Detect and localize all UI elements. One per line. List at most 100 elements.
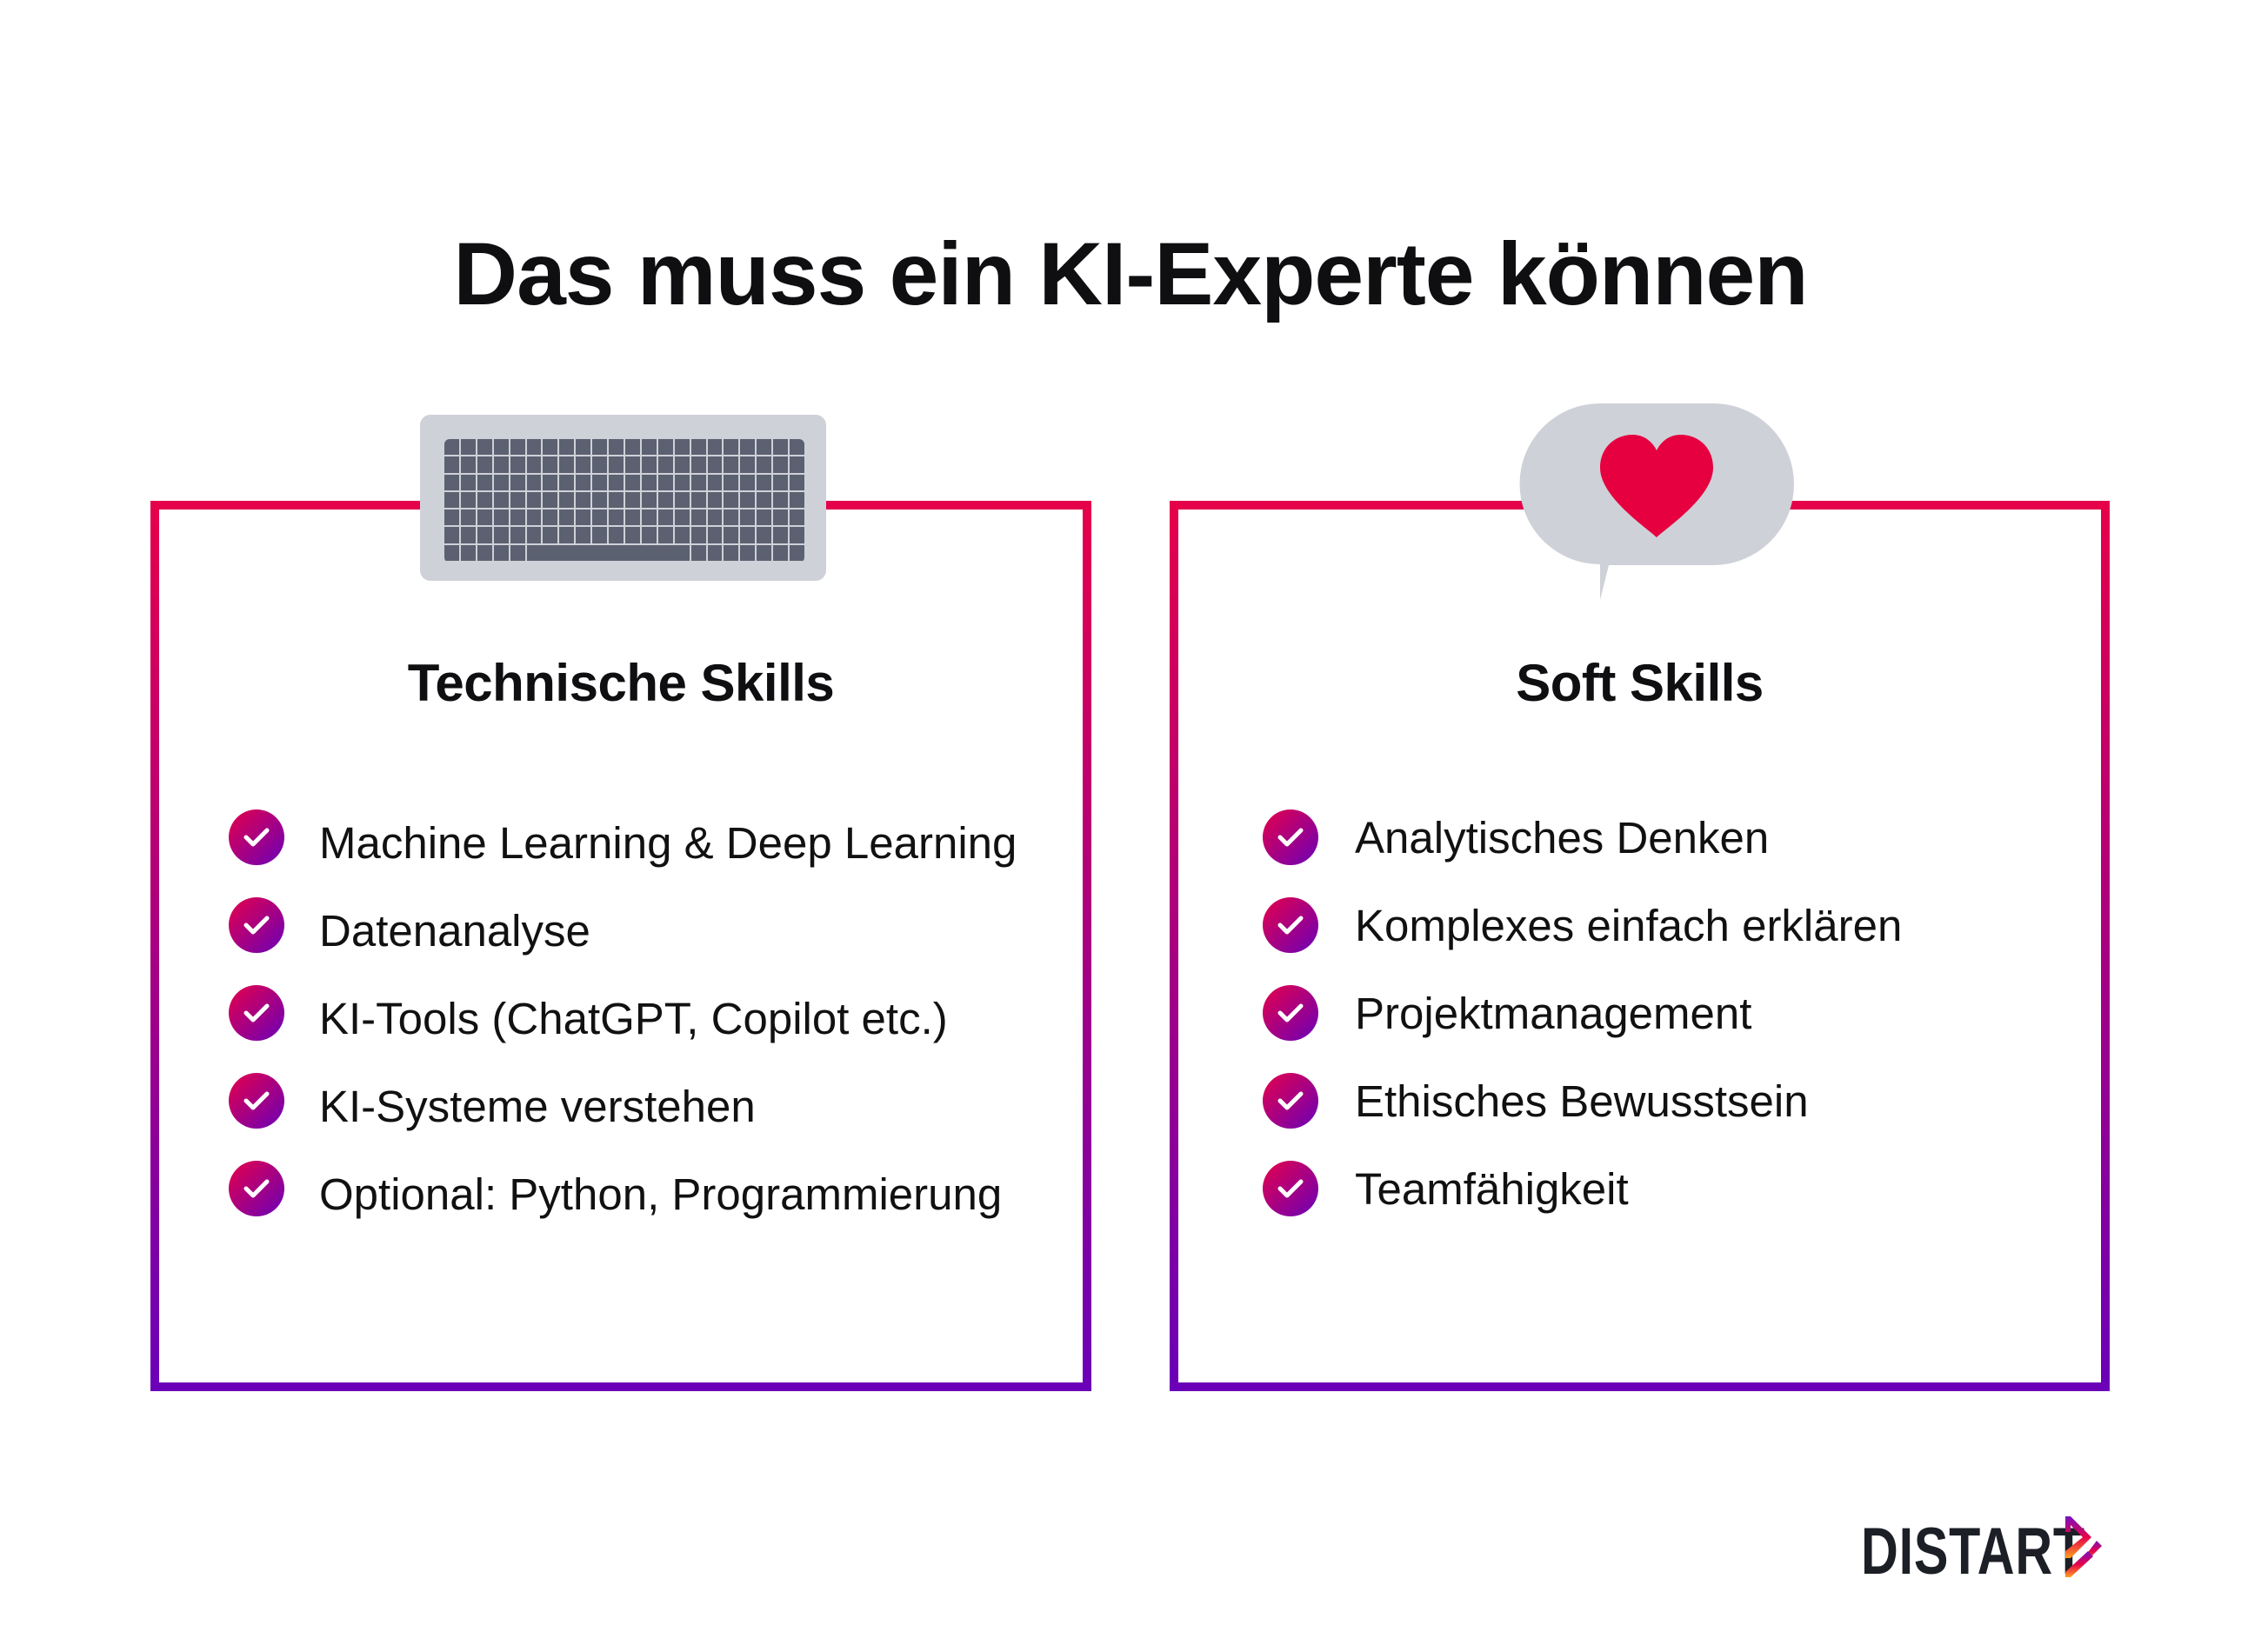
- key: [493, 510, 509, 526]
- key: [576, 527, 591, 543]
- key: [657, 456, 673, 473]
- check-circle-icon: [1263, 897, 1318, 953]
- key: [493, 491, 509, 509]
- key: [444, 439, 459, 456]
- key: [674, 456, 690, 473]
- key: [460, 491, 476, 509]
- key: [740, 456, 756, 473]
- skill-text: Teamfähigkeit: [1355, 1163, 1629, 1214]
- key: [460, 527, 476, 543]
- key: [690, 456, 706, 473]
- key: [641, 474, 657, 490]
- check-circle-icon: [1263, 1073, 1318, 1129]
- key: [724, 544, 739, 561]
- key: [493, 527, 509, 543]
- soft-skills-card: Soft Skills Analytisches Denken Komplexe…: [1170, 501, 2110, 1391]
- check-circle-icon: [1263, 809, 1318, 865]
- key: [444, 474, 459, 490]
- distart-logo: DISTART: [1861, 1513, 2149, 1591]
- key: [477, 474, 492, 490]
- key: [592, 510, 608, 526]
- key: [707, 527, 723, 543]
- list-item: Datenanalyse: [229, 897, 590, 953]
- key: [674, 491, 690, 509]
- key: [460, 510, 476, 526]
- key: [740, 474, 756, 490]
- key: [559, 474, 575, 490]
- key: [493, 474, 509, 490]
- key: [724, 510, 739, 526]
- keyboard-keys: [444, 439, 804, 563]
- key: [773, 491, 789, 509]
- key: [526, 474, 542, 490]
- key: [444, 510, 459, 526]
- key: [444, 456, 459, 473]
- key: [543, 439, 558, 456]
- key: [757, 439, 772, 456]
- key: [790, 544, 804, 561]
- check-circle-icon: [229, 985, 284, 1041]
- key: [624, 474, 640, 490]
- key: [790, 527, 804, 543]
- key: [624, 527, 640, 543]
- list-item: KI-Tools (ChatGPT, Copilot etc.): [229, 985, 948, 1041]
- key: [592, 491, 608, 509]
- key: [543, 456, 558, 473]
- list-item: Projektmanagement: [1263, 985, 1751, 1041]
- key: [609, 474, 624, 490]
- key: [674, 474, 690, 490]
- key: [543, 510, 558, 526]
- key: [690, 527, 706, 543]
- key: [757, 544, 772, 561]
- key: [790, 456, 804, 473]
- key: [707, 474, 723, 490]
- key: [510, 456, 525, 473]
- skill-text: KI-Tools (ChatGPT, Copilot etc.): [319, 993, 948, 1043]
- key: [609, 439, 624, 456]
- key: [624, 456, 640, 473]
- key: [493, 456, 509, 473]
- key: [624, 491, 640, 509]
- key: [624, 510, 640, 526]
- skill-text: Optional: Python, Programmierung: [319, 1169, 1003, 1219]
- key: [477, 439, 492, 456]
- key: [657, 439, 673, 456]
- key: [477, 456, 492, 473]
- key: [657, 491, 673, 509]
- key: [592, 456, 608, 473]
- key: [690, 474, 706, 490]
- key: [576, 491, 591, 509]
- key: [790, 474, 804, 490]
- key: [790, 439, 804, 456]
- list-item: Optional: Python, Programmierung: [229, 1161, 1002, 1216]
- key: [724, 474, 739, 490]
- key: [740, 510, 756, 526]
- key: [641, 510, 657, 526]
- key: [657, 510, 673, 526]
- key: [790, 491, 804, 509]
- card-heading: Technische Skills: [407, 654, 835, 712]
- key: [510, 544, 525, 561]
- key: [674, 510, 690, 526]
- key: [707, 456, 723, 473]
- key: [559, 439, 575, 456]
- heart-speech-bubble-icon: [1519, 403, 1794, 600]
- key: [773, 474, 789, 490]
- key: [592, 527, 608, 543]
- key: [576, 439, 591, 456]
- key: [707, 439, 723, 456]
- key: [690, 510, 706, 526]
- key: [757, 527, 772, 543]
- key: [559, 491, 575, 509]
- key: [757, 456, 772, 473]
- key: [690, 439, 706, 456]
- logo-text: DISTART: [1861, 1515, 2085, 1589]
- key: [576, 456, 591, 473]
- key: [477, 527, 492, 543]
- key: [526, 544, 690, 561]
- key: [657, 474, 673, 490]
- key: [707, 544, 723, 561]
- key: [690, 544, 706, 561]
- key: [641, 527, 657, 543]
- key: [674, 527, 690, 543]
